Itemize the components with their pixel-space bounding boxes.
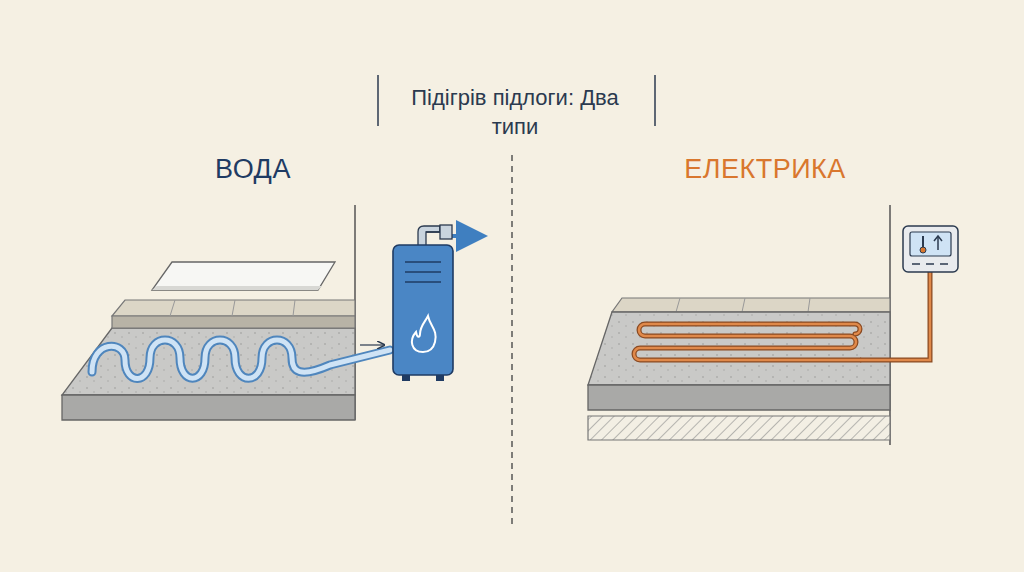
heating-cable <box>634 324 860 360</box>
flue-elbow <box>440 225 452 239</box>
tile-edge <box>152 286 322 290</box>
thermostat-wire-inner <box>860 272 930 360</box>
thermostat-screen <box>910 232 951 256</box>
flow-arrow <box>360 344 384 345</box>
divider-line <box>511 155 513 525</box>
tile-layer-front <box>112 316 355 328</box>
section-heading: ЕЛЕКТРИКА <box>615 154 915 185</box>
tile-layer <box>112 300 355 316</box>
exhaust-arrow <box>452 234 480 238</box>
water-pipe <box>92 340 390 379</box>
screed-front <box>588 385 890 410</box>
screed-top <box>588 312 890 385</box>
electric-floor <box>588 205 958 445</box>
title-bracket <box>377 75 379 126</box>
flame-icon <box>412 316 436 352</box>
floor-tile <box>152 262 335 290</box>
title-bracket <box>654 75 656 126</box>
screed-front <box>62 395 355 420</box>
section-heading: ВОДА <box>103 154 403 185</box>
thermostat-wire <box>860 272 930 360</box>
heating-cable-inner <box>634 324 860 360</box>
water-floor <box>62 205 480 420</box>
water-pipe-inner <box>92 340 390 379</box>
boiler <box>393 245 453 375</box>
insulation-layer <box>588 416 890 440</box>
thermostat <box>903 226 958 272</box>
flue-pipe <box>418 226 440 246</box>
tile-layer <box>612 298 890 312</box>
diagram-title: Підігрів підлоги: Два типи <box>407 83 623 141</box>
